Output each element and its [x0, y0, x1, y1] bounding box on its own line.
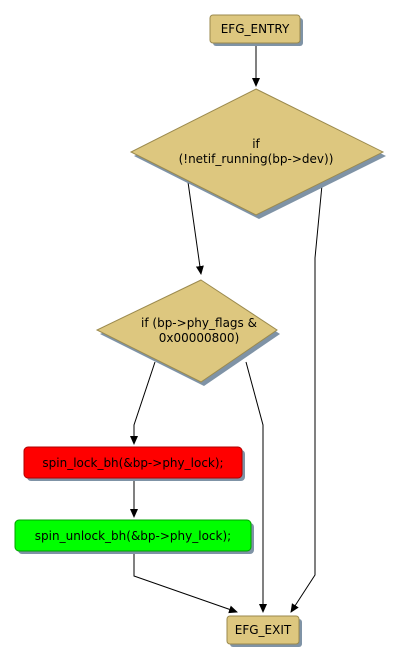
node-unlock: spin_unlock_bh(&bp->phy_lock); [14, 519, 254, 554]
node-cond2-diamond [95, 279, 278, 383]
node-entry-label: EFG_ENTRY [221, 22, 290, 36]
node-cond2-line1: if (bp->phy_flags & [141, 316, 257, 330]
edge-unlock-to-exit [133, 551, 238, 614]
node-cond1-line1: if [252, 137, 260, 151]
edges [130, 46, 323, 614]
node-cond1: if (!netif_running(bp->dev)) [129, 88, 386, 219]
node-unlock-label: spin_unlock_bh(&bp->phy_lock); [35, 529, 231, 543]
node-lock-box [23, 446, 243, 479]
node-cond2-line2: 0x00000800) [159, 331, 240, 345]
node-cond2: if (bp->phy_flags & 0x00000800) [95, 279, 280, 386]
node-lock: spin_lock_bh(&bp->phy_lock); [23, 446, 245, 481]
node-cond1-line2: (!netif_running(bp->dev)) [179, 152, 334, 166]
edge-cond1-to-cond2 [187, 181, 204, 275]
node-exit-box [226, 615, 300, 645]
node-unlock-box [14, 519, 252, 552]
edge-cond2-to-lock [130, 361, 156, 445]
edge-cond2-to-exit [245, 361, 267, 613]
edge-cond1-to-exit [290, 184, 323, 613]
node-exit-label: EFG_EXIT [235, 623, 292, 637]
node-exit: EFG_EXIT [226, 615, 302, 647]
node-entry: EFG_ENTRY [209, 14, 303, 46]
node-lock-label: spin_lock_bh(&bp->phy_lock); [42, 456, 223, 470]
node-entry-box [209, 14, 301, 44]
node-cond1-diamond [129, 88, 385, 216]
